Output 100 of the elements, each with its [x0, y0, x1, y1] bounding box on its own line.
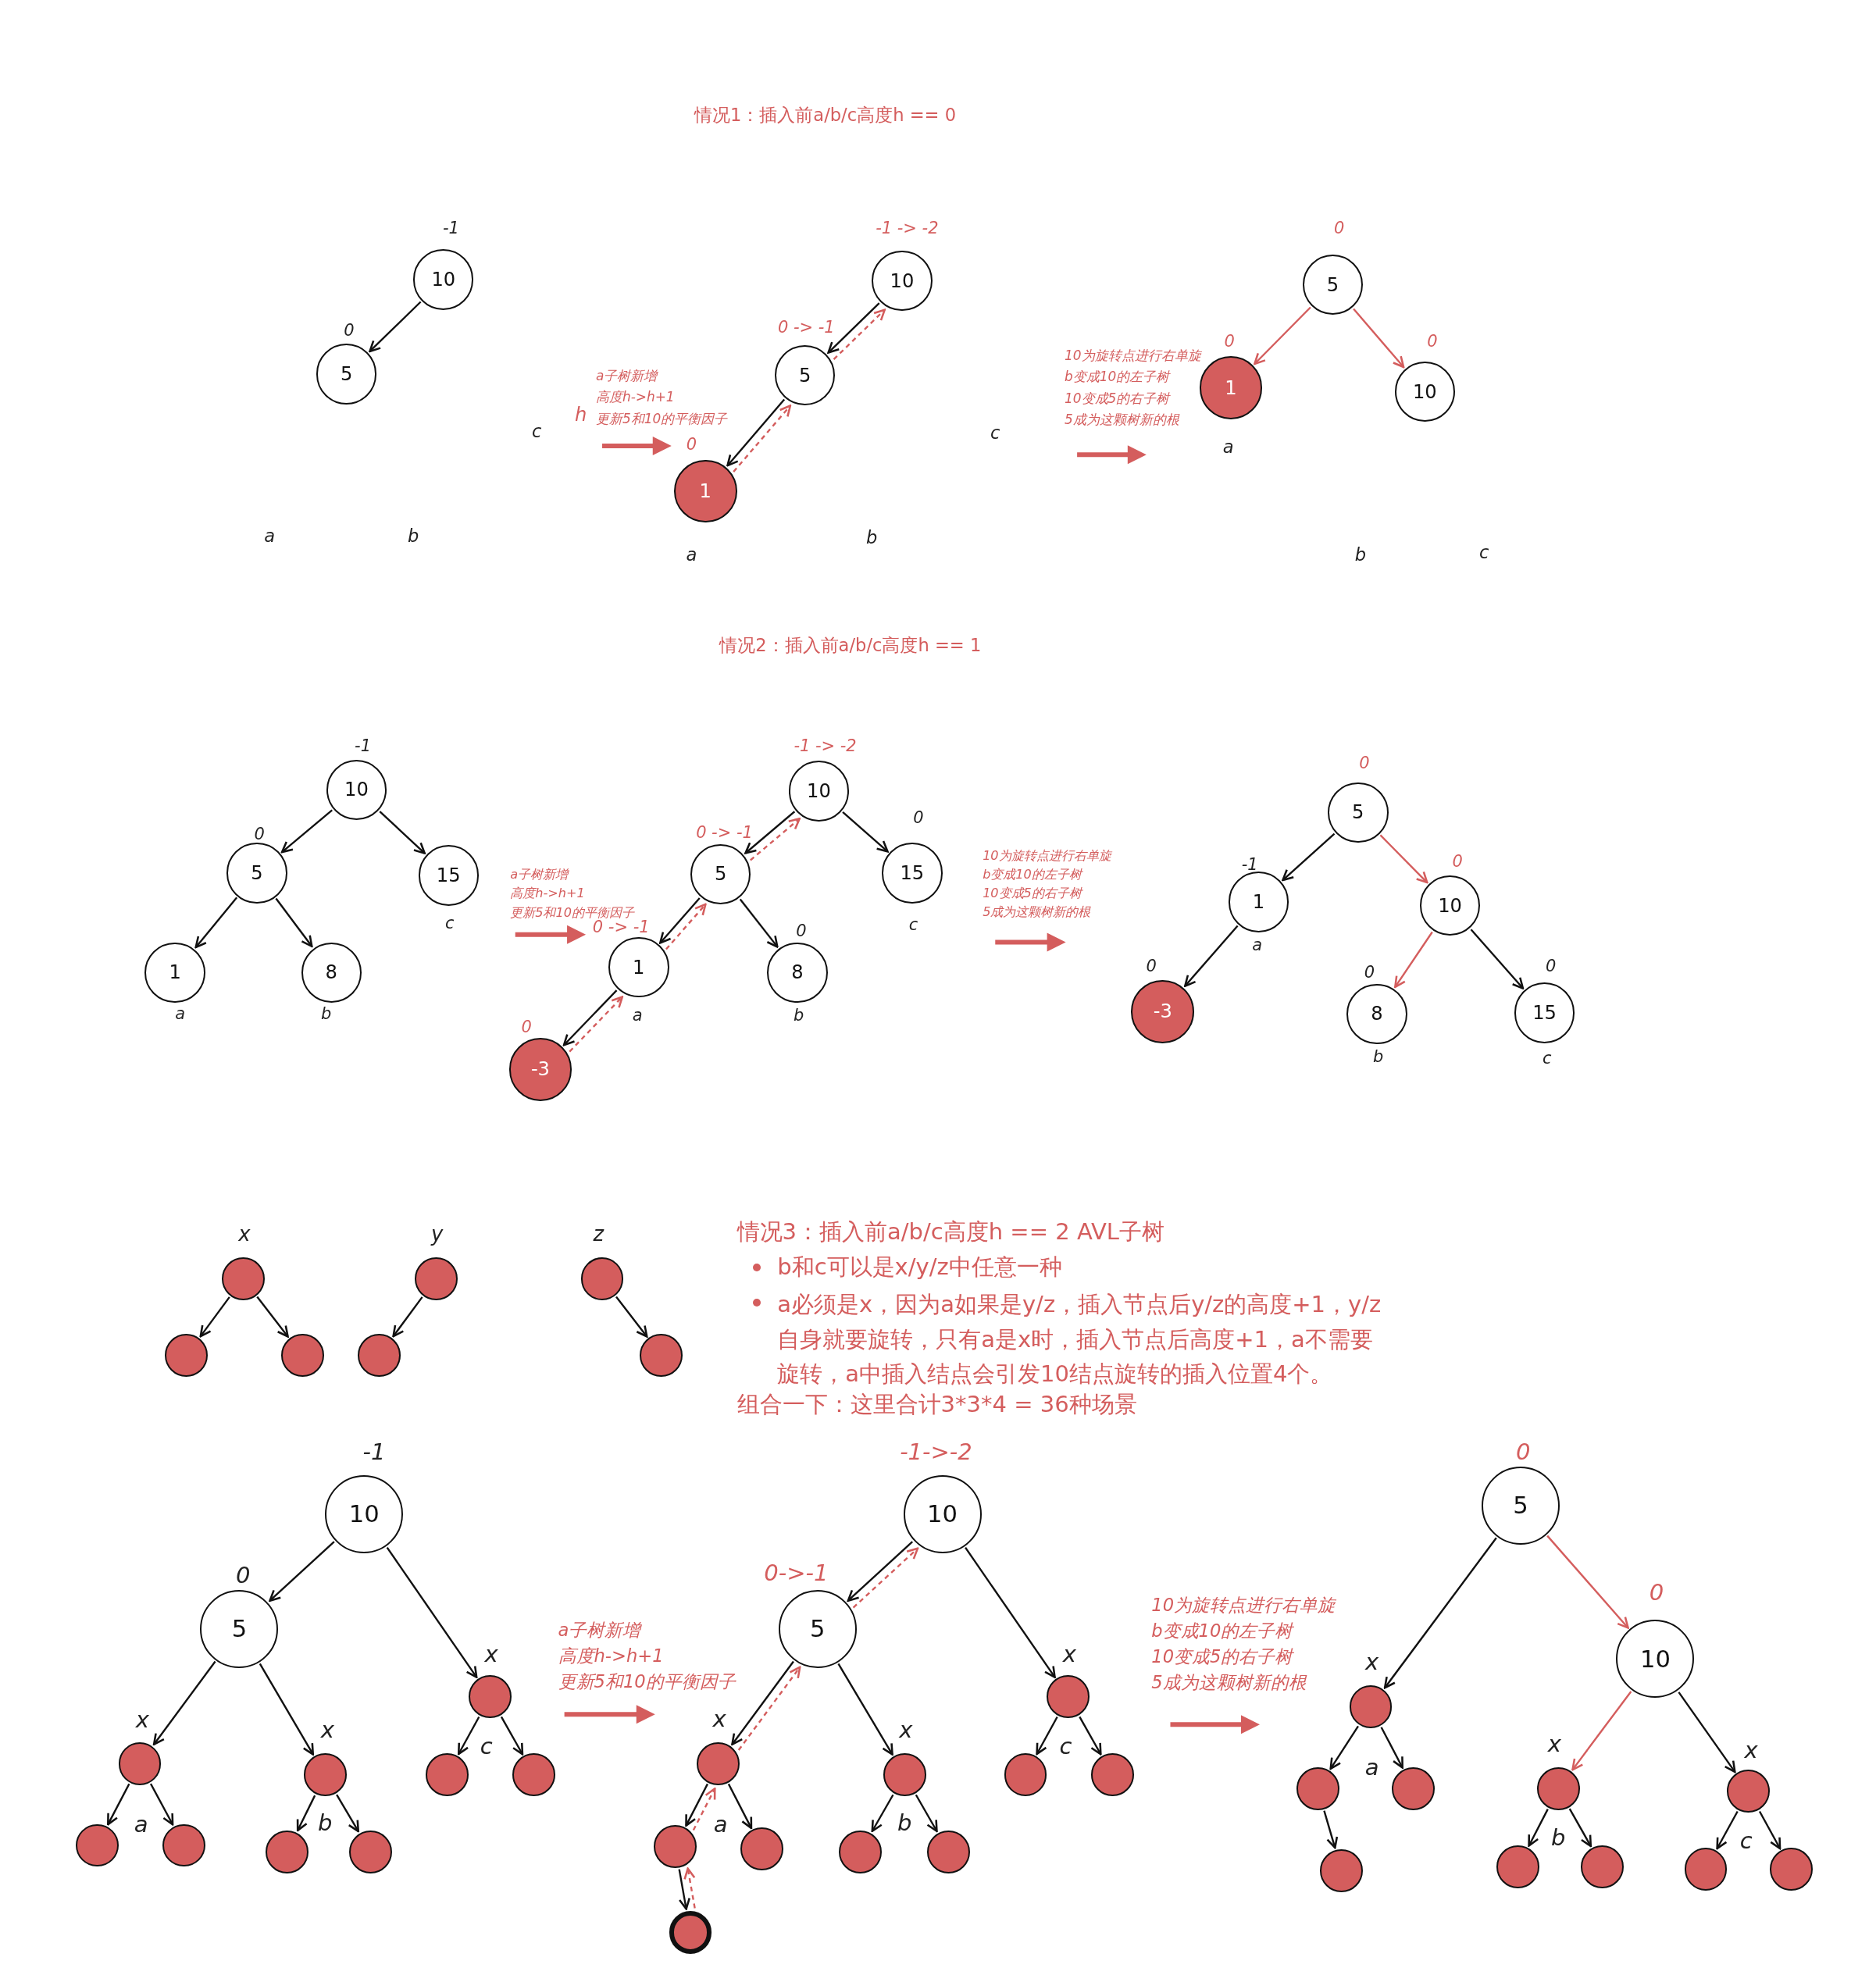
- subtree-label: z: [593, 1222, 604, 1246]
- balance-factor: 0 -> -1: [778, 318, 835, 337]
- subtree-label: x: [1062, 1642, 1076, 1669]
- arrow: [847, 1541, 914, 1602]
- annotation-text: 10为旋转点进行右单旋b变成10的左子树10变成5的右子树5成为这颗树新的根: [983, 847, 1111, 922]
- subtree-label: c: [531, 421, 542, 443]
- arrow: [369, 301, 422, 353]
- tree-node: [654, 1825, 697, 1869]
- subtree-label: c: [1739, 1827, 1753, 1854]
- subtree-label: c: [445, 914, 455, 933]
- subtree-label: a: [264, 526, 276, 547]
- balance-factor: 0: [1545, 957, 1557, 976]
- arrow: [1568, 1808, 1592, 1848]
- tree-node: [1349, 1685, 1393, 1728]
- subtree-label: a: [134, 1810, 148, 1838]
- balance-factor: 0: [1427, 332, 1438, 351]
- arrow: [386, 1546, 478, 1678]
- node-value: 15: [436, 865, 461, 886]
- arrow: [275, 897, 313, 948]
- tree-node: [469, 1675, 512, 1719]
- arrow: [659, 897, 701, 944]
- balance-factor: 0: [796, 921, 807, 941]
- arrow: [1394, 931, 1433, 989]
- subtree-label: a: [1364, 1753, 1379, 1781]
- node-value: 5: [251, 861, 263, 884]
- tree-node: [1047, 1675, 1090, 1719]
- balance-factor: 0: [1359, 754, 1370, 773]
- subtree-label: a: [1222, 437, 1234, 458]
- tree-node: [226, 843, 287, 904]
- balance-factor: 0: [1146, 957, 1157, 976]
- node-value: -3: [1153, 1000, 1172, 1023]
- balance-factor: 0: [1333, 218, 1345, 237]
- arrow: [871, 1794, 894, 1832]
- balance-factor: 0: [1224, 332, 1235, 351]
- arrow: [256, 1296, 289, 1338]
- node-value: 10: [927, 1500, 958, 1528]
- arrow: [1323, 1810, 1339, 1849]
- tree-node: [1581, 1845, 1625, 1888]
- arrow: [731, 1660, 794, 1745]
- tree-node: [1228, 872, 1289, 932]
- subtree-label: x: [484, 1642, 498, 1669]
- balance-factor: 0 -> -1: [696, 823, 753, 843]
- annotation-text: 10为旋转点进行右单旋b变成10的左子树10变成5的右子树5成为这颗树新的根: [1151, 1593, 1336, 1695]
- tree-node: [1328, 782, 1389, 843]
- arrow: [683, 1867, 696, 1909]
- arrow: [915, 1794, 938, 1832]
- annotation-text: a子树新增高度h->h+1更新5和10的平衡因子: [510, 866, 634, 920]
- node-value: 5: [1513, 1492, 1528, 1520]
- bullet-text: a必须是x，因为a如果是y/z，插入节点后y/z的高度+1，y/z自身就要旋转，只有a是x时，插入节点后高度+1，a不需要旋转，a中插入结点会引发10结点旋转的插入位置4个。: [777, 1290, 1382, 1389]
- arrow: [259, 1663, 315, 1756]
- arrow: [199, 1296, 230, 1338]
- node-value: 5: [340, 363, 353, 386]
- arrow: [685, 1783, 708, 1827]
- balance-factor: 0: [344, 320, 355, 340]
- node-value: 1: [1252, 890, 1265, 913]
- tree-node: [1496, 1845, 1540, 1888]
- subtree-label: x: [899, 1717, 913, 1744]
- node-value: 8: [791, 961, 804, 984]
- subtree-label: b: [897, 1809, 912, 1837]
- arrow: [665, 903, 707, 950]
- balance-factor: 0: [1364, 963, 1375, 982]
- tree-node: [883, 1753, 926, 1797]
- tree-node: [266, 1830, 309, 1873]
- node-value: 8: [325, 961, 337, 984]
- arrow: [1079, 1716, 1102, 1756]
- balance-factor: -1 -> -2: [794, 736, 857, 755]
- tree-node: [1727, 1770, 1771, 1813]
- arrow: [678, 1869, 690, 1910]
- subtree-label: b: [1354, 544, 1367, 566]
- arrow: [837, 1663, 893, 1756]
- balance-factor: 0: [686, 435, 697, 455]
- node-value: 15: [1532, 1001, 1557, 1024]
- arrow: [457, 1716, 480, 1756]
- arrow: [194, 897, 238, 949]
- arrow: [392, 1296, 423, 1338]
- subtree-label: x: [1547, 1731, 1561, 1758]
- arrow: [750, 818, 801, 861]
- annotation-text: a子树新增高度h->h+1更新5和10的平衡因子: [595, 366, 728, 428]
- subtree-label: c: [990, 422, 1000, 444]
- balance-factor: 0: [1515, 1439, 1531, 1466]
- node-value: 1: [699, 480, 712, 503]
- arrow: [269, 1541, 335, 1602]
- node-value: 5: [714, 863, 727, 886]
- arrow: [152, 1660, 216, 1745]
- node-value: 10: [1438, 894, 1462, 917]
- node-value: 1: [633, 956, 645, 979]
- balance-factor: 0->-1: [764, 1560, 829, 1587]
- balance-factor: 0: [254, 824, 265, 843]
- arrow: [692, 1788, 716, 1831]
- subtree-label: x: [238, 1222, 251, 1246]
- tree-node: [839, 1830, 883, 1873]
- balance-factor: -1: [443, 218, 459, 237]
- node-value: 10: [348, 1500, 380, 1528]
- arrow: [1470, 929, 1525, 989]
- arrow: [1036, 1716, 1058, 1756]
- tree-node: [640, 1334, 683, 1377]
- arrow: [727, 1783, 753, 1830]
- arrow: [1254, 306, 1311, 365]
- subtree-label: c: [480, 1732, 493, 1759]
- tree-node: [608, 937, 669, 998]
